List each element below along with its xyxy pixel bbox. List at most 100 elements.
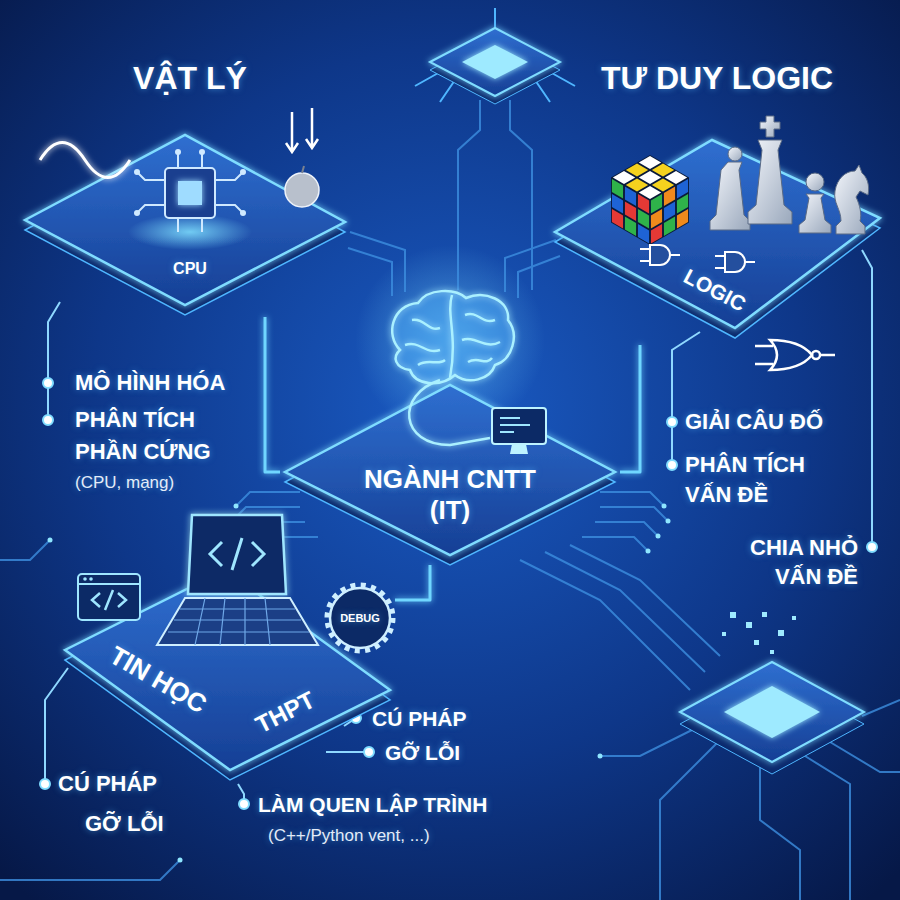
- platform-top: [65, 570, 390, 770]
- falling-apple: [302, 166, 304, 173]
- trace-dots: [666, 519, 671, 524]
- bullet-label: PHÂN TÍCH VẤN ĐỀ: [685, 450, 835, 510]
- rubik-cube: [639, 186, 661, 199]
- pixel-squares: [730, 612, 736, 618]
- circuit-traces: [830, 742, 900, 772]
- section-heading: VẬT LÝ: [133, 59, 247, 97]
- top-chip: [462, 45, 528, 79]
- pixel-squares: [722, 632, 726, 636]
- bottom-chip: [680, 662, 864, 774]
- leader-line: [48, 302, 60, 420]
- chess-pieces: [760, 116, 780, 137]
- bullet-dot: [43, 378, 53, 388]
- rubik-cube: [626, 164, 648, 177]
- rubik-cube: [638, 224, 649, 243]
- circuit-traces: [505, 240, 556, 292]
- pixel-squares: [762, 612, 767, 617]
- debug-badge: [330, 588, 390, 648]
- section-heading: TƯ DUY LOGIC: [601, 59, 833, 97]
- leader-line: [862, 250, 872, 547]
- laptop: [157, 515, 318, 645]
- circuit-traces: [545, 552, 705, 672]
- rubik-cube: [611, 155, 689, 245]
- bottom-chip: [680, 674, 864, 774]
- bullet-label: CÚ PHÁP: [372, 706, 467, 731]
- monitor-icon: [510, 444, 528, 454]
- circuit-traces: [348, 248, 392, 296]
- brain-icon: [392, 291, 514, 383]
- trace-dots: [178, 858, 183, 863]
- nor-gate: [812, 351, 820, 359]
- trace-dots: [646, 549, 651, 554]
- pixel-squares: [792, 616, 796, 620]
- bullet-label: GỠ LỖI: [385, 740, 460, 765]
- bullet-dot: [867, 542, 877, 552]
- leader-line: [672, 332, 700, 465]
- platform-top: [555, 140, 880, 328]
- cpu-chip: [175, 149, 181, 155]
- circuit-traces: [600, 507, 668, 521]
- rubik-cube: [652, 179, 674, 192]
- circuit-traces: [600, 492, 664, 506]
- rubik-cube: [638, 194, 649, 213]
- cpu-chip: [165, 168, 215, 218]
- code-window: [92, 590, 126, 610]
- circuit-traces: [582, 537, 648, 551]
- logic-platform: TƯ DUY LOGICLOGIC: [550, 55, 885, 345]
- bullet-label: MÔ HÌNH HÓA: [75, 370, 225, 396]
- cpu-chip: [128, 214, 252, 250]
- rubik-cube: [626, 179, 648, 192]
- top-chip: [415, 8, 575, 102]
- circuit-connector: [620, 345, 640, 472]
- debug-badge: [327, 585, 393, 651]
- circuit-traces: [570, 545, 720, 656]
- chess-pieces: [728, 147, 742, 161]
- physics-platform: VẬT LÝ CPU: [15, 55, 355, 317]
- sine-wave: [40, 143, 130, 178]
- cpu-chip: [240, 169, 246, 175]
- cpu-chip: [134, 169, 140, 175]
- platform-outline: [60, 565, 395, 785]
- brain-icon: [392, 291, 514, 445]
- bullet-label: CHIA NHỎ VẤN ĐỀ: [723, 533, 858, 591]
- rubik-cube: [677, 179, 688, 198]
- top-chip: [430, 28, 560, 96]
- debug-badge: [327, 585, 393, 651]
- bullet-note: (C++/Python vent, ...): [268, 826, 430, 846]
- bullet-label: CÚ PHÁP: [58, 771, 157, 797]
- bullet-label: GIẢI CÂU ĐỐ: [685, 409, 823, 435]
- circuit-connector: [395, 565, 430, 600]
- logic-gate: [715, 256, 755, 268]
- sine-wave: [40, 143, 130, 178]
- cpu-chip: [134, 210, 140, 216]
- rubik-cube: [613, 156, 687, 199]
- brain-icon: [462, 314, 500, 362]
- rubik-cube: [612, 179, 649, 243]
- monitor-icon: [492, 408, 546, 444]
- circuit-traces: [458, 100, 480, 290]
- chess-pieces: [748, 140, 792, 224]
- bullet-dot: [40, 378, 877, 809]
- platform-label: CPU: [173, 259, 207, 278]
- trace-dots: [656, 534, 661, 539]
- falling-apple: [285, 173, 319, 207]
- circuit-traces: [660, 740, 720, 900]
- trace-dots: [234, 504, 239, 509]
- bullet-label: LÀM QUEN LẬP TRÌNH: [258, 792, 487, 817]
- monitor-icon: [500, 418, 530, 432]
- cpu-chip: [199, 149, 205, 155]
- cpu-chip: [178, 181, 202, 205]
- rubik-cube: [612, 194, 623, 213]
- trace-dots: [240, 534, 245, 539]
- rubik-cube: [612, 179, 623, 198]
- bullet-dot: [667, 460, 677, 470]
- trace-dots: [48, 504, 671, 863]
- logic-gate: [640, 245, 755, 272]
- laptop: [168, 598, 309, 645]
- trace-dots: [598, 754, 603, 759]
- rubik-cube: [651, 179, 688, 243]
- bullet-dot: [40, 779, 50, 789]
- falling-apple: [286, 108, 318, 152]
